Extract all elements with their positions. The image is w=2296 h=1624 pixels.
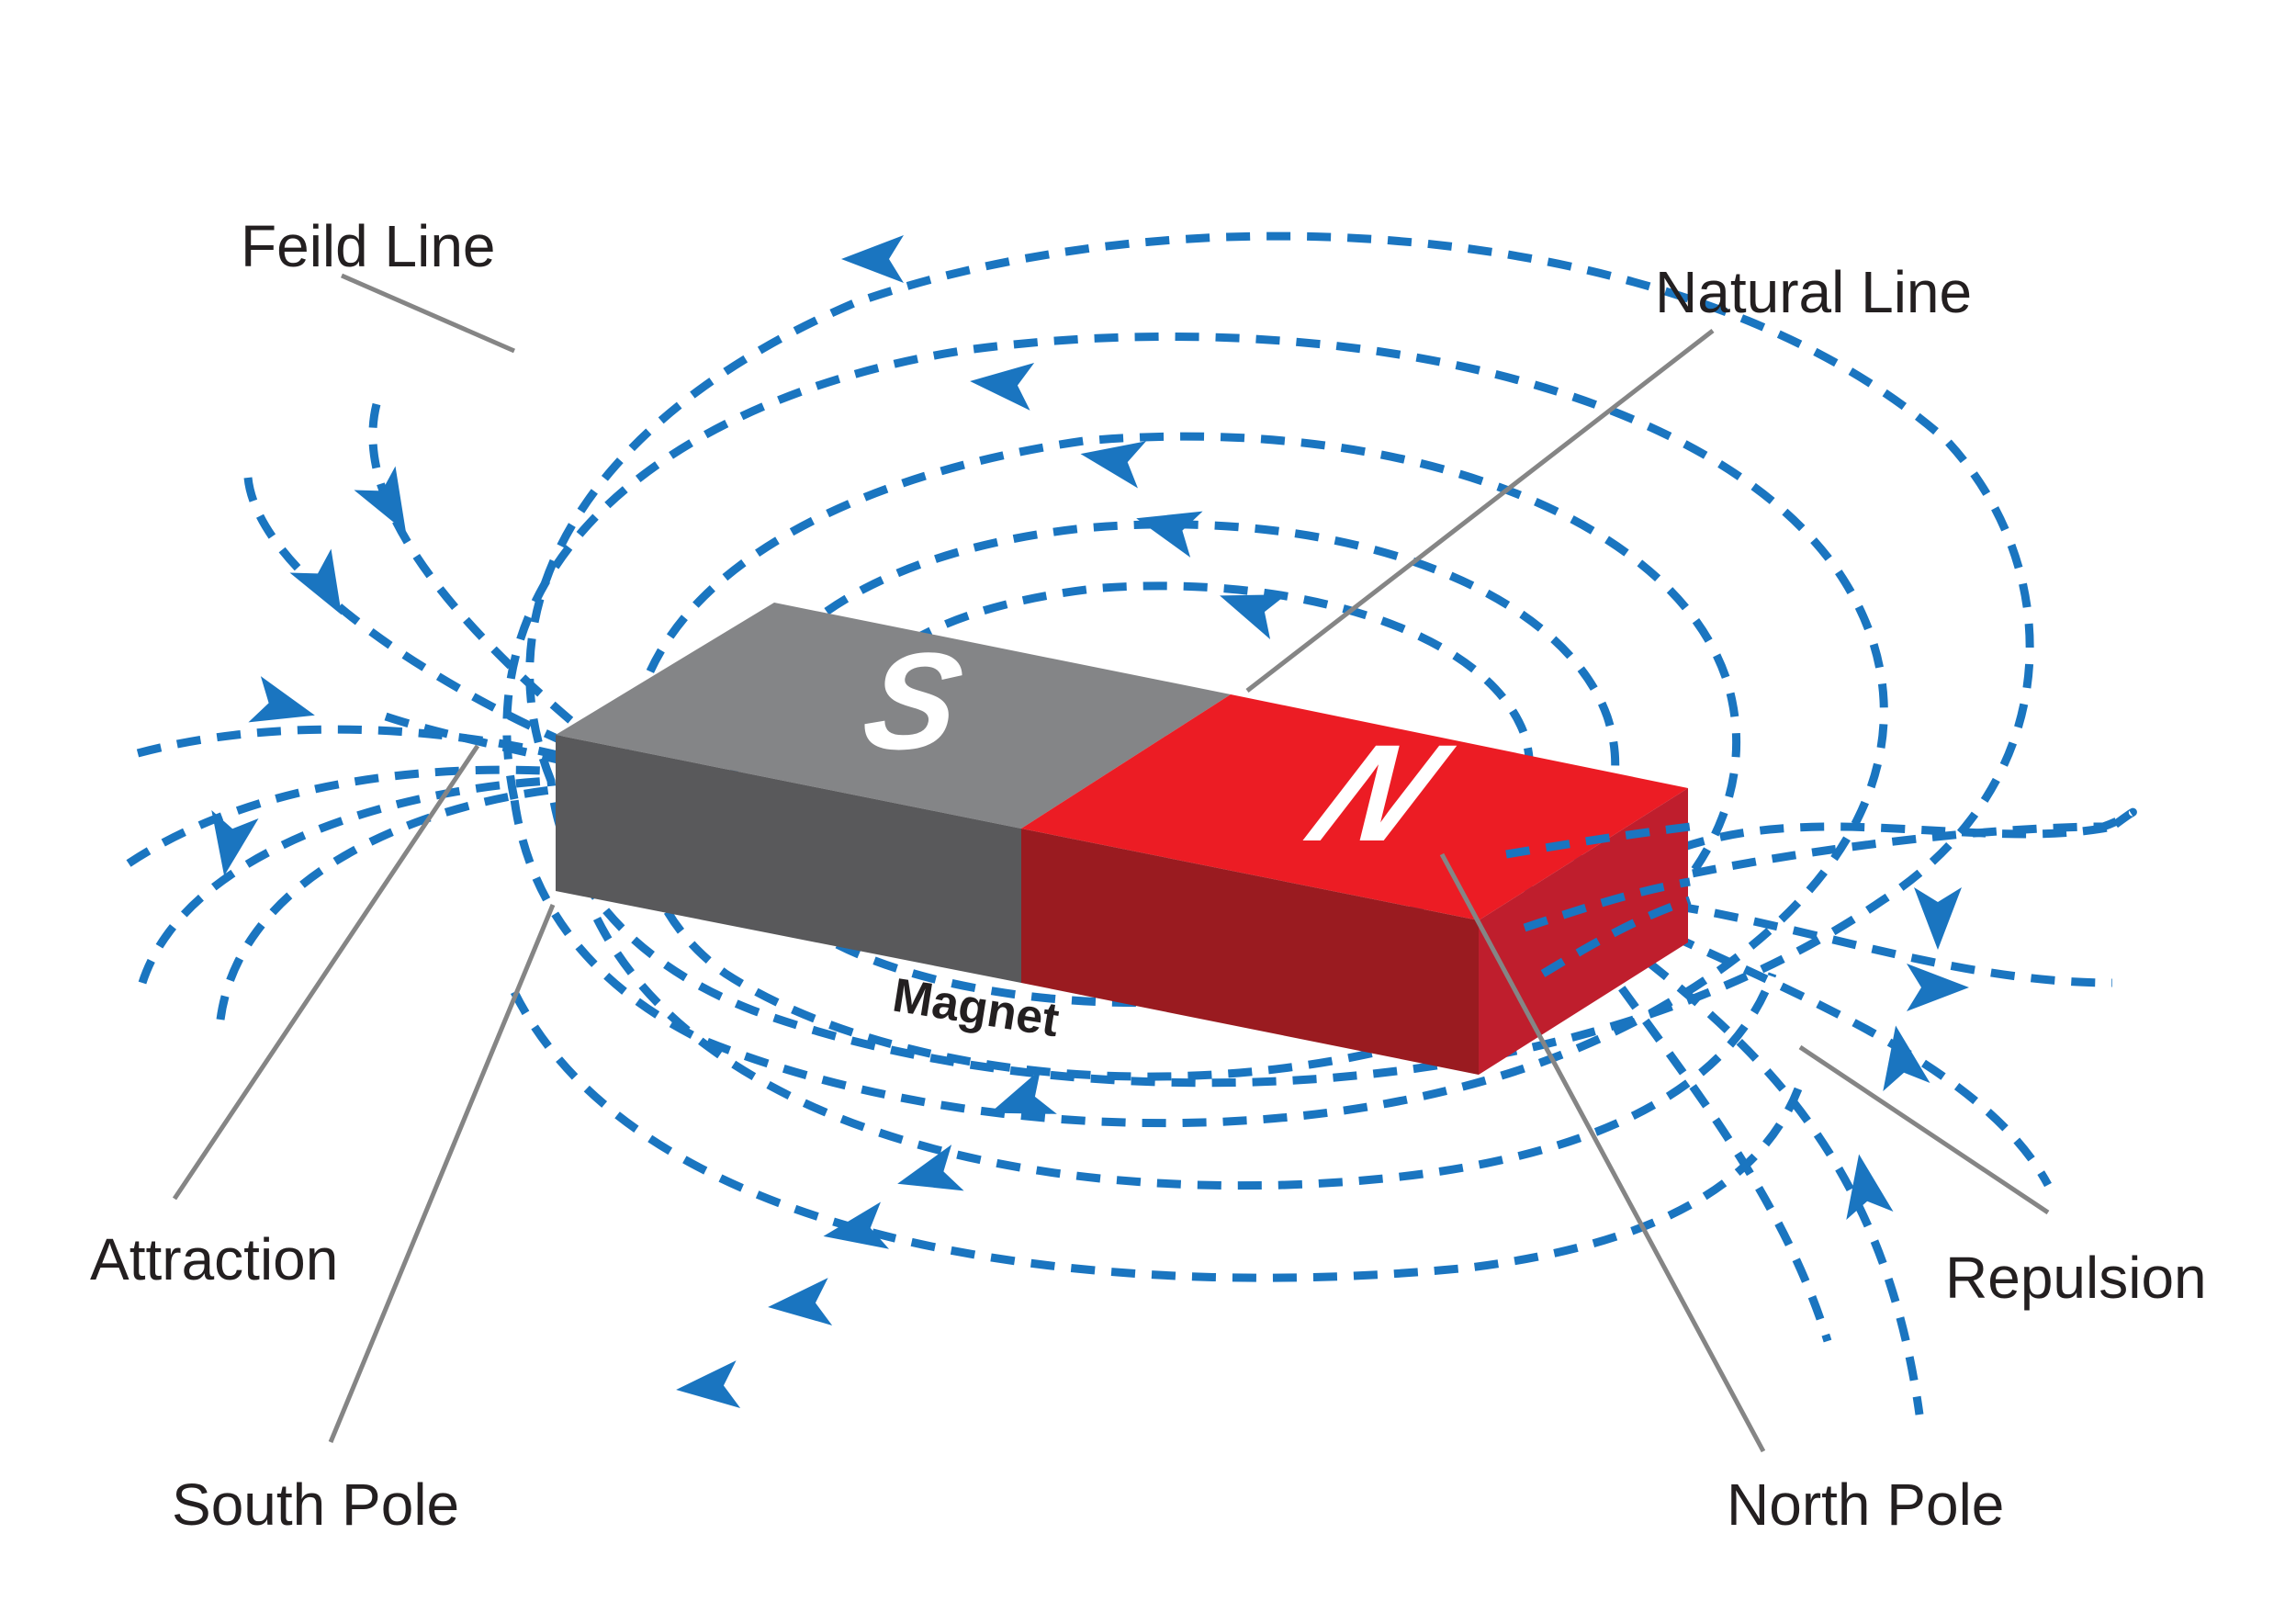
field-arrow-icon <box>1220 594 1287 640</box>
field-loop-6 <box>592 916 1777 1190</box>
field-arrow-icon <box>841 235 904 283</box>
north-top-face <box>1021 694 1688 920</box>
label-natural-line: Natural Line <box>1655 259 1972 325</box>
south-fan-2 <box>243 477 571 749</box>
north-overlay-1 <box>1505 822 1691 859</box>
field-arrow-icon <box>211 810 259 876</box>
north-end-face <box>1479 788 1688 1075</box>
south-top-face <box>556 603 1231 829</box>
field-arrows <box>211 235 1969 1408</box>
field-arrow-icon <box>1080 441 1146 489</box>
field-arrow-icon <box>248 676 315 723</box>
bar-magnet: S N <box>556 603 1688 1075</box>
field-arrow-icon <box>823 1201 889 1249</box>
leader-north-pole <box>1439 852 1766 1453</box>
north-overlay-2 <box>1523 877 1691 932</box>
label-north-pole: North Pole <box>1727 1472 2004 1538</box>
label-south-pole: South Pole <box>172 1472 459 1538</box>
north-fan-1 <box>1652 807 2137 886</box>
north-fan-5 <box>1641 822 2113 868</box>
south-fan-5 <box>138 776 552 985</box>
field-arrow-icon <box>1846 1154 1894 1220</box>
field-arrow-icon <box>1907 964 1969 1011</box>
north-front-face <box>1021 829 1479 1075</box>
field-arrow-icon <box>768 1278 833 1325</box>
leader-natural-line <box>1245 329 1715 693</box>
leader-south-pole <box>328 904 556 1443</box>
field-arrow-icon <box>990 1068 1057 1114</box>
field-lines-front <box>1505 822 1692 977</box>
field-arrow-icon <box>1136 511 1203 558</box>
north-overlay-3 <box>1540 896 1692 977</box>
field-loop-7 <box>510 989 1805 1282</box>
field-arrow-icon <box>1914 887 1962 950</box>
field-loop-2 <box>502 332 1888 1128</box>
label-field-line: Feild Line <box>241 213 496 279</box>
label-repulsion: Repulsion <box>1945 1245 2207 1311</box>
leader-attraction <box>172 744 480 1201</box>
field-arrow-icon <box>354 466 406 533</box>
callout-labels: Feild Line Natural Line Attraction South… <box>90 213 2207 1538</box>
field-arrow-icon <box>289 548 342 615</box>
leader-field-line <box>341 273 515 354</box>
field-arrow-icon <box>676 1360 741 1408</box>
leader-repulsion <box>1798 1044 2050 1215</box>
south-fan-4 <box>126 765 561 867</box>
leader-lines <box>172 273 2050 1453</box>
north-fan-2 <box>1634 896 2113 987</box>
field-loop-1 <box>525 231 2034 1088</box>
field-arrow-icon <box>897 1145 964 1191</box>
south-fan-7 <box>384 712 571 767</box>
south-front-face <box>556 735 1021 983</box>
label-attraction: Attraction <box>90 1226 338 1292</box>
field-loop-3 <box>627 432 1740 1081</box>
field-arrow-icon <box>1883 1025 1930 1091</box>
south-fan-1 <box>368 402 591 739</box>
south-fan-6 <box>216 785 552 1021</box>
north-fan-4 <box>1614 933 1924 1415</box>
north-fan-3 <box>1633 914 2052 1188</box>
field-arrow-icon <box>970 363 1035 411</box>
